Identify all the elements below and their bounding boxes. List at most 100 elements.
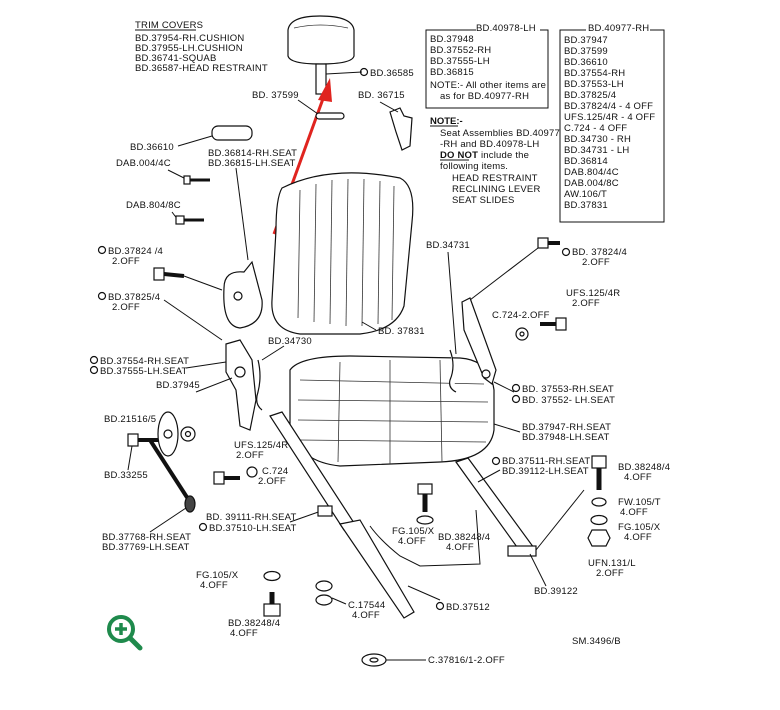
slide-link-rod	[369, 509, 481, 567]
callout-label: C.37816/1-2.OFF	[428, 655, 505, 666]
callout-label: BD.33255	[104, 470, 148, 481]
callout-label: DAB.804/8C	[126, 200, 181, 211]
bolt-part	[540, 317, 567, 331]
circle-marker-icon	[89, 355, 99, 365]
lh-box-item: BD.37555-LH	[430, 56, 490, 67]
washer-part	[590, 514, 608, 526]
circle-marker-icon	[97, 291, 107, 301]
reclining-lever	[148, 411, 196, 513]
callout-label: BD. 37552- LH.SEAT	[522, 395, 615, 406]
rh-box-list: BD.37947BD.37599BD.36610BD.37554-RHBD.37…	[564, 35, 655, 211]
callout-label: BD.37554-RH.SEAT	[100, 356, 189, 367]
callout-label: 4.OFF	[200, 580, 228, 591]
rh-box-item: BD.37825/4	[564, 90, 616, 101]
callout-label: BD.37510-LH.SEAT	[209, 523, 297, 534]
callout-label: 4.OFF	[620, 507, 648, 518]
note-item: HEAD RESTRAINT	[452, 173, 538, 184]
callout-label: 4.OFF	[624, 532, 652, 543]
callout-label: FG.105/X	[196, 570, 239, 581]
washer-part	[246, 466, 258, 478]
rh-box-item: BD.37553-LH	[564, 79, 624, 90]
callout-label: BD.38248/4	[228, 618, 280, 629]
trim-item: BD.37954-RH.CUSHION	[135, 33, 244, 44]
washer-part	[515, 327, 529, 341]
bolt-part	[537, 237, 560, 249]
zoom-in-button[interactable]	[104, 612, 144, 652]
callout-label: BD.37948-LH.SEAT	[522, 432, 610, 443]
rh-box-title: BD.40977-RH	[588, 23, 649, 34]
callout-label: BD. 37553-RH.SEAT	[522, 384, 614, 395]
lh-box-item: BD.36815	[430, 67, 474, 78]
callout-label: UFS.125/4R	[566, 288, 620, 299]
washer-part	[180, 426, 196, 442]
lh-box-item: BD.37552-RH	[430, 45, 491, 56]
washer-part	[361, 653, 387, 667]
rh-box-item: BD.37947	[564, 35, 608, 46]
bolt-part	[591, 455, 607, 490]
callout-label: 4.OFF	[352, 610, 380, 621]
zoom-in-icon	[107, 615, 143, 651]
rh-box-item: BD.37599	[564, 46, 608, 57]
callout-label: BD.39112-LH.SEAT	[502, 466, 589, 477]
note-line: Seat Assemblies BD.40977	[440, 128, 560, 139]
callout-label: 2.OFF	[596, 568, 624, 579]
rh-box-item: DAB.804/4C	[564, 167, 619, 178]
callout-label: BD. 36715	[358, 90, 405, 101]
bolt-part	[127, 433, 158, 447]
circle-marker-icon	[198, 522, 208, 532]
trim-item: BD.36741-SQUAB	[135, 53, 216, 64]
note-item: SEAT SLIDES	[452, 195, 515, 206]
washer-part	[263, 570, 281, 582]
callout-label: BD. 37599	[252, 90, 299, 101]
callout-label: BD.37769-LH.SEAT	[102, 542, 190, 553]
rh-box-item: BD.37831	[564, 200, 608, 211]
callout-label: UFS.125/4R	[234, 440, 288, 451]
callout-label: 2.OFF	[236, 450, 264, 461]
note-item: RECLINING LEVER	[452, 184, 541, 195]
circle-marker-icon	[561, 247, 571, 257]
lh-box-note: NOTE:- All other items are	[430, 80, 546, 91]
callout-label: BD. 37831	[378, 326, 425, 337]
circle-marker-icon	[89, 365, 99, 375]
note-line: following items.	[440, 161, 508, 172]
rh-box-item: BD.36814	[564, 156, 608, 167]
head-restraint	[287, 15, 355, 95]
callout-label: BD.37825/4	[108, 292, 160, 303]
callout-label: 4.OFF	[230, 628, 258, 639]
callout-label: BD.37511-RH.SEAT	[502, 456, 590, 467]
bolt-part	[263, 592, 281, 617]
washer-part	[416, 515, 434, 525]
drawing-reference: SM.3496/B	[572, 636, 621, 647]
seat-squab	[271, 172, 414, 335]
callout-label: BD.39122	[534, 586, 578, 597]
callout-label: BD.34730	[268, 336, 312, 347]
trim-item: BD.37955-LH.CUSHION	[135, 43, 243, 54]
circle-marker-icon	[491, 456, 501, 466]
trim-covers-heading: TRIM COVERS	[135, 20, 203, 31]
washer-part	[591, 497, 607, 507]
callout-label: 2.OFF	[112, 302, 140, 313]
nut-part	[587, 529, 611, 547]
callout-label: BD.37824 /4	[108, 246, 163, 257]
bolt-part	[213, 471, 240, 485]
note-line: DO NOT include the	[440, 150, 529, 161]
circle-marker-icon	[511, 394, 521, 404]
callout-label: 2.OFF	[258, 476, 286, 487]
callout-label: BD.36585	[370, 68, 414, 79]
callout-label: C.724	[262, 466, 288, 477]
callout-label: BD.37512	[446, 602, 490, 613]
trim-item: BD.36587-HEAD RESTRAINT	[135, 63, 268, 74]
callout-label: BD.34731	[426, 240, 470, 251]
circle-marker-icon	[511, 383, 521, 393]
rh-box-item: AW.106/T	[564, 189, 607, 200]
callout-label: 2.OFF	[572, 298, 600, 309]
lh-box-item: BD.37948	[430, 34, 474, 45]
callout-label: BD.37555-LH.SEAT	[100, 366, 188, 377]
bolt-part	[417, 483, 433, 512]
rh-box-item: BD.34730 - RH	[564, 134, 631, 145]
rh-box-item: BD.37824/4 - 4 OFF	[564, 101, 653, 112]
screw-part	[175, 215, 204, 225]
recline-mechanism-rh	[449, 297, 497, 393]
callout-label: BD. 39111-RH.SEAT	[206, 512, 297, 523]
